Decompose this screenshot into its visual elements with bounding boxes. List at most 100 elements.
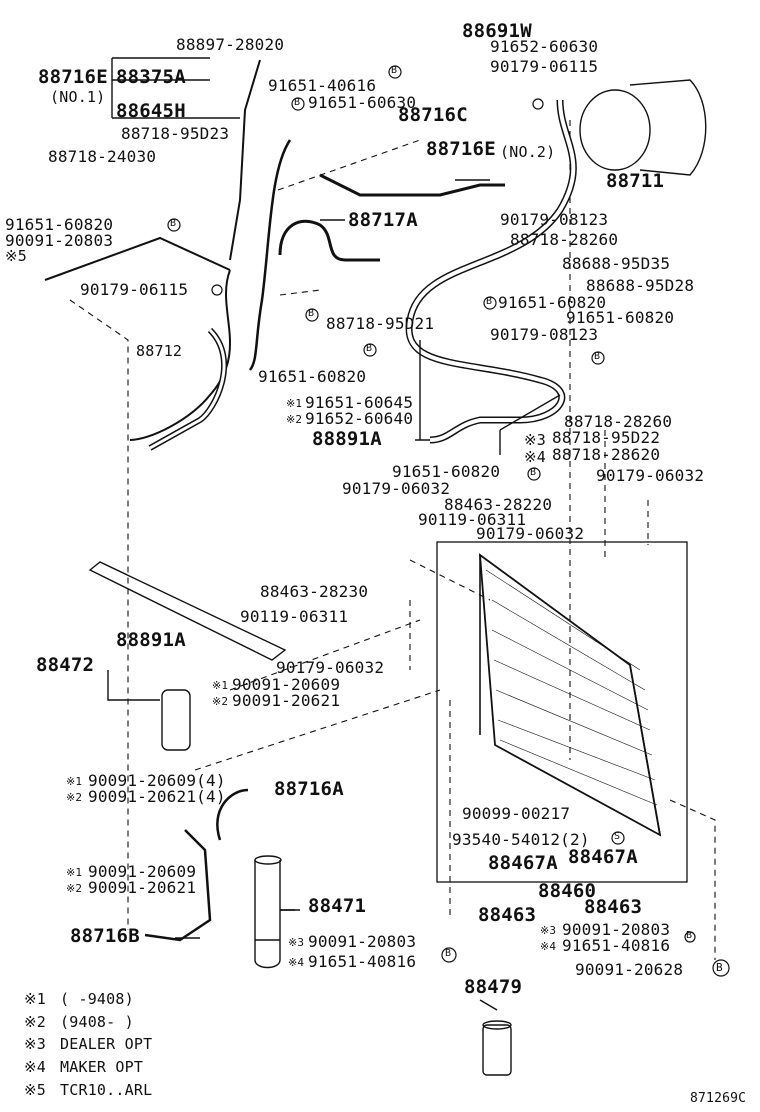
part-label: 90091-20803 [5, 231, 114, 250]
part-label: 88718-95D21 [326, 314, 435, 333]
part-label: 90091-20609 [88, 862, 197, 881]
part-label: 91652-60640 [305, 409, 414, 428]
part-label: 90179-06032 [276, 658, 385, 677]
part-label: 88716E [38, 66, 108, 88]
part-label: 88897-28020 [176, 35, 285, 54]
marker-b: B [294, 97, 301, 108]
part-label: 88712 [136, 342, 183, 360]
part-label: 88375A [116, 66, 186, 88]
part-label: 88716C [398, 104, 468, 126]
part-label: 90119-06311 [240, 607, 349, 626]
legend-mark: ※2 [24, 1013, 46, 1031]
part-label: 88691W [462, 20, 532, 42]
part-label: ※4 [524, 448, 546, 466]
part-label: 88463-28230 [260, 582, 369, 601]
marker-b: B [170, 218, 177, 229]
part-label: 88463 [584, 896, 643, 918]
part-label: ※2 [66, 791, 83, 804]
part-label: 91651-60820 [498, 293, 607, 312]
legend-text: MAKER OPT [60, 1058, 144, 1076]
part-label: 91651-60820 [566, 308, 675, 327]
marker-b: B [530, 467, 537, 478]
part-label: 88471 [308, 895, 367, 917]
part-label: 90179-06115 [490, 57, 599, 76]
part-label: 91652-60630 [490, 37, 599, 56]
part-label: ※3 [288, 936, 305, 949]
part-label: 88718-95D22 [552, 428, 661, 447]
part-label: 88718-28620 [552, 445, 661, 464]
part-label: 88717A [348, 209, 418, 231]
part-label: 88891A [312, 428, 382, 450]
part-label: ※4 [540, 940, 557, 953]
part-label: 93540-54012(2) [452, 830, 590, 849]
part-label: (NO.2) [500, 143, 556, 161]
legend-mark: ※4 [24, 1058, 46, 1076]
part-label: 90099-00217 [462, 804, 571, 823]
legend-text: TCR10..ARL [60, 1081, 153, 1099]
part-label: ※3 [524, 431, 546, 449]
part-label: 88718-95D23 [121, 124, 230, 143]
part-label: 91651-40816 [308, 952, 417, 971]
part-label: 91651-40816 [562, 936, 671, 955]
part-label: 90091-20803 [308, 932, 417, 951]
part-label: 90091-20609(4) [88, 771, 226, 790]
part-label: 88645H [116, 100, 186, 122]
part-label: ※2 [286, 413, 303, 426]
part-label: 88688-95D35 [562, 254, 671, 273]
part-label: 88467A [568, 846, 638, 868]
part-label: ※1 [66, 775, 83, 788]
part-label: 91651-60820 [5, 215, 114, 234]
legend-mark: ※5 [24, 1081, 46, 1099]
part-label: ※4 [288, 956, 305, 969]
marker-s: S [614, 831, 621, 842]
diagram-code: 871269C [690, 1091, 747, 1106]
legend-text: ( -9408) [60, 990, 134, 1008]
part-label: 88711 [606, 170, 665, 192]
legend-mark: ※3 [24, 1035, 46, 1053]
part-label: 88472 [36, 654, 95, 676]
part-label: ※1 [286, 397, 303, 410]
part-label: 90091-20621 [88, 878, 197, 897]
marker-b: B [308, 308, 315, 319]
part-label: 91651-60645 [305, 393, 414, 412]
part-label: 88718-28260 [564, 412, 673, 431]
part-label: 90091-20621 [232, 691, 341, 710]
part-label: ※5 [5, 247, 27, 265]
part-label: 90179-08123 [500, 210, 609, 229]
legend-text: (9408- ) [60, 1013, 134, 1031]
part-label: 88467A [488, 852, 558, 874]
marker-b: B [686, 930, 693, 941]
part-label: ※1 [66, 866, 83, 879]
part-label: 88463 [478, 904, 537, 926]
marker-b: B [391, 65, 398, 76]
part-label: ※3 [540, 924, 557, 937]
part-label: 88716B [70, 925, 140, 947]
marker-b: B [716, 961, 723, 974]
part-label: 90179-06032 [596, 466, 705, 485]
part-label: 90179-06032 [342, 479, 451, 498]
part-label: 90179-06115 [80, 280, 189, 299]
part-label: 91651-40616 [268, 76, 377, 95]
part-label: 91651-60630 [308, 93, 417, 112]
part-label: ※2 [212, 695, 229, 708]
marker-b: B [445, 948, 452, 959]
part-label: 91651-60820 [258, 367, 367, 386]
part-label: 88688-95D28 [586, 276, 695, 295]
part-label: 90091-20621(4) [88, 787, 226, 806]
part-label: 90091-20628 [575, 960, 684, 979]
legend-mark: ※1 [24, 990, 46, 1008]
part-label: 88716E [426, 138, 496, 160]
marker-b: B [594, 351, 601, 362]
part-label: 90091-20803 [562, 920, 671, 939]
part-label: 88891A [116, 629, 186, 651]
legend-text: DEALER OPT [60, 1035, 153, 1053]
part-label: 90179-08123 [490, 325, 599, 344]
part-label: 88718-24030 [48, 147, 157, 166]
part-label: (NO.1) [50, 88, 106, 106]
part-label: 88460 [538, 880, 597, 902]
part-label: 90119-06311 [418, 510, 527, 529]
marker-b: B [366, 343, 373, 354]
part-label: 88463-28220 [444, 495, 553, 514]
